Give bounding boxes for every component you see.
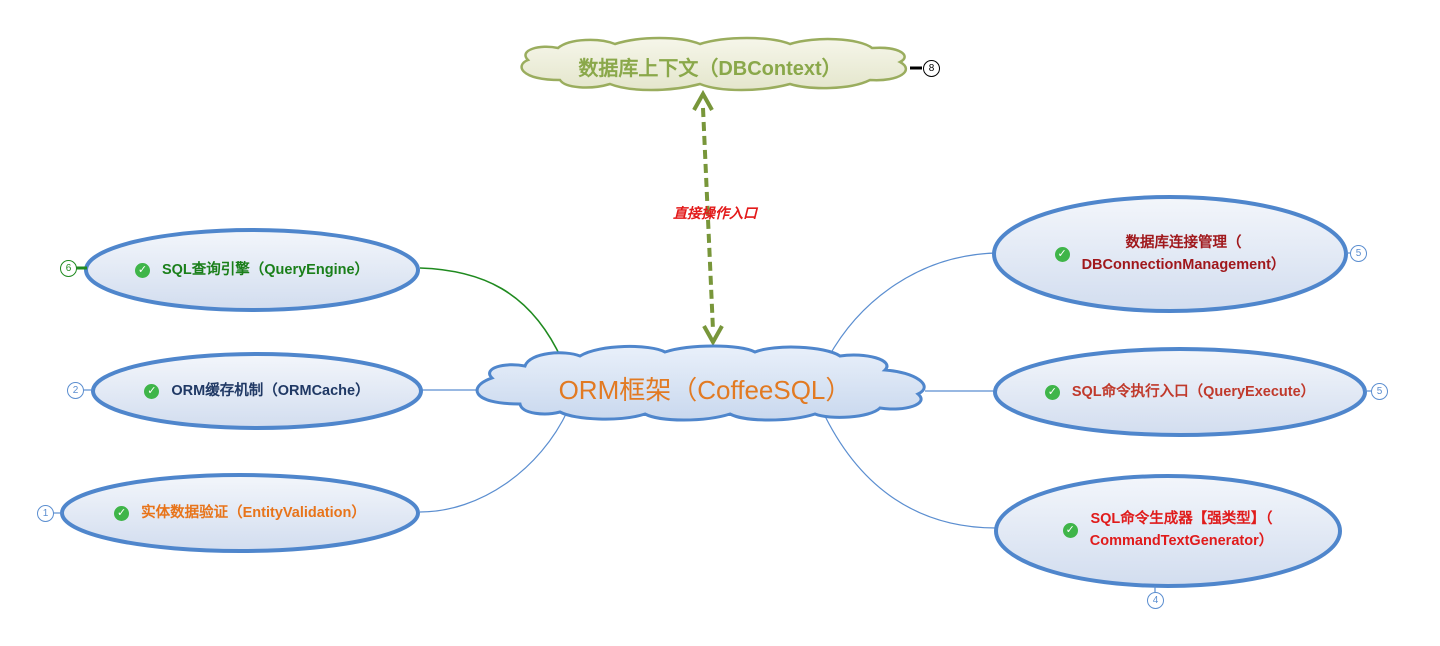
node-ormcache[interactable]: ✓ ORM缓存机制（ORMCache） (103, 379, 411, 403)
node-dbconnection-badge: 5 (1350, 245, 1367, 262)
relation-label: 直接操作入口 (673, 205, 757, 221)
node-ormcache-shape[interactable] (91, 352, 423, 430)
node-entityvalidation-badge: 1 (37, 505, 54, 522)
center-cloud (475, 344, 926, 422)
node-commandtext[interactable]: ✓ SQL命令生成器【强类型】（ CommandTextGenerator） (1010, 506, 1326, 554)
node-queryexecute-badge: 5 (1371, 383, 1388, 400)
check-icon: ✓ (1044, 384, 1060, 400)
node-ormcache-label: ORM缓存机制（ORMCache） (171, 383, 370, 399)
node-dbconnection-label-line2: DBConnectionManagement） (1081, 257, 1286, 273)
connector-dbconnection (827, 252, 997, 359)
node-commandtext-shape[interactable] (994, 474, 1342, 588)
node-dbconnection-label-line1: 数据库连接管理（ (1125, 235, 1242, 251)
center-node-label[interactable]: ORM框架（CoffeeSQL） (558, 374, 852, 405)
context-badge: 8 (923, 60, 940, 77)
check-icon: ✓ (144, 383, 160, 399)
node-commandtext-label-line2: CommandTextGenerator） (1089, 533, 1274, 549)
node-queryexecute-label: SQL命令执行入口（QueryExecute） (1071, 384, 1316, 400)
node-queryengine[interactable]: ✓ SQL查询引擎（QueryEngine） (96, 258, 408, 282)
node-queryexecute[interactable]: ✓ SQL命令执行入口（QueryExecute） (1010, 380, 1350, 404)
connector-commandtext (821, 409, 997, 529)
check-icon: ✓ (1062, 522, 1078, 538)
node-queryengine-label: SQL查询引擎（QueryEngine） (161, 262, 370, 278)
node-entityvalidation[interactable]: ✓ 实体数据验证（EntityValidation） (72, 501, 408, 525)
connector-entityvalidation (419, 409, 569, 513)
context-cloud (520, 36, 922, 92)
relation-arrowhead-bottom (702, 325, 724, 347)
connector-queryengine (419, 267, 563, 361)
node-commandtext-label-line1: SQL命令生成器【强类型】（ (1090, 511, 1273, 527)
node-ormcache-badge: 2 (67, 382, 84, 399)
check-icon: ✓ (114, 505, 130, 521)
node-dbconnection[interactable]: ✓ 数据库连接管理（ DBConnectionManagement） (1010, 230, 1330, 278)
node-queryexecute-shape[interactable] (993, 347, 1367, 437)
node-commandtext-badge: 4 (1147, 592, 1164, 609)
check-icon: ✓ (1054, 246, 1070, 262)
node-dbconnection-shape[interactable] (992, 195, 1348, 313)
check-icon: ✓ (134, 262, 150, 278)
node-queryengine-shape[interactable] (84, 228, 420, 312)
relation-arrow (701, 107, 715, 331)
context-node-label[interactable]: 数据库上下文（DBContext） (578, 57, 842, 80)
relation-arrowhead-top (692, 89, 714, 111)
node-entityvalidation-label: 实体数据验证（EntityValidation） (141, 505, 366, 521)
node-queryengine-badge: 6 (60, 260, 77, 277)
